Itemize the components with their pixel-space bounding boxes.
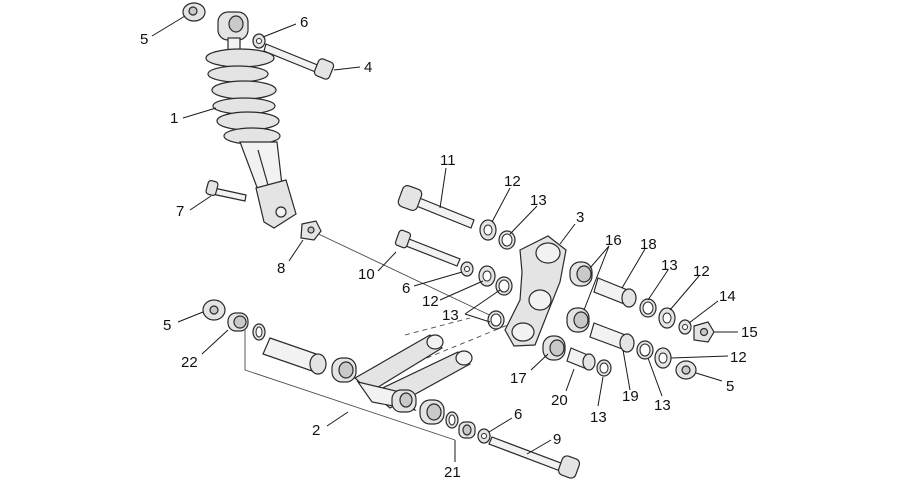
callout-19: 19 xyxy=(622,388,639,405)
bushing-17-part xyxy=(542,335,566,361)
washer-14-part xyxy=(678,319,692,335)
washer-12-mid-part xyxy=(478,265,496,287)
callout-13-mid: 13 xyxy=(442,307,459,324)
callout-labels: 5 6 4 1 7 8 11 12 13 10 6 12 13 3 16 18 … xyxy=(140,14,758,481)
callout-1: 1 xyxy=(170,110,178,127)
ring-21a-part xyxy=(445,411,459,429)
callout-22: 22 xyxy=(181,354,198,371)
washer-6-low-part xyxy=(477,428,491,444)
rocker-part xyxy=(504,235,567,347)
nut-15-part xyxy=(693,321,715,343)
callout-9: 9 xyxy=(553,431,561,448)
callout-17: 17 xyxy=(510,370,527,387)
sleeve-18-part xyxy=(593,277,637,308)
ring-13-right-upper-part xyxy=(639,298,657,318)
sleeve-20-part xyxy=(566,347,596,371)
callout-21: 21 xyxy=(444,464,461,481)
callout-3: 3 xyxy=(576,209,584,226)
callout-13-bottom: 13 xyxy=(590,409,607,426)
nut-5-left-part xyxy=(202,299,226,321)
ring-13-right-lower-part xyxy=(636,340,654,360)
washer-12-right-lower-part xyxy=(654,347,672,369)
ring-13-bottom-part xyxy=(596,359,612,377)
callout-4: 4 xyxy=(364,59,372,76)
callout-11: 11 xyxy=(440,152,456,169)
bushing-21-part xyxy=(419,399,445,425)
ring-13-upper-part xyxy=(498,230,516,250)
callout-12-upper: 12 xyxy=(504,173,521,190)
callout-13-right-upper: 13 xyxy=(661,257,678,274)
callout-13-right-lower: 13 xyxy=(654,397,671,414)
callout-15: 15 xyxy=(741,324,758,341)
callout-2: 2 xyxy=(312,422,320,439)
bushing-16-lower-part xyxy=(566,307,590,333)
tube-2-part xyxy=(262,337,327,375)
callout-12-right-upper: 12 xyxy=(693,263,710,280)
bushing-22-part xyxy=(227,312,249,332)
washer-6-mid-part xyxy=(460,261,474,277)
bushing-link-part xyxy=(331,357,357,383)
callout-12-mid: 12 xyxy=(422,293,439,310)
nut-8-part xyxy=(300,220,322,241)
callout-5-right: 5 xyxy=(726,378,734,395)
bushing-21b-part xyxy=(458,421,476,439)
ring-22b-part xyxy=(252,323,266,341)
assembly-axis-lines xyxy=(244,229,521,441)
callout-5-left: 5 xyxy=(163,317,171,334)
ring-13-mid-part xyxy=(495,276,513,296)
bolt-11-part xyxy=(397,185,475,229)
washer-top-part xyxy=(252,33,266,49)
bushing-16-upper-part xyxy=(569,261,593,287)
callout-20: 20 xyxy=(551,392,568,409)
callout-14: 14 xyxy=(719,288,736,305)
callout-8: 8 xyxy=(277,260,285,277)
bolt-10-part xyxy=(394,229,461,267)
callout-7: 7 xyxy=(176,203,184,220)
shock-absorber-part xyxy=(205,11,297,229)
callout-13-upper: 13 xyxy=(530,192,547,209)
bolt-9-part xyxy=(488,436,581,479)
nut-5-right-part xyxy=(675,360,697,380)
ring-13-lower-part xyxy=(487,310,505,330)
callout-10: 10 xyxy=(358,266,375,283)
callout-6-mid: 6 xyxy=(402,280,410,297)
washer-12-right-upper-part xyxy=(658,307,676,329)
bolt-7-part xyxy=(205,180,247,202)
linkage-arms-part xyxy=(353,334,473,413)
callout-5-top: 5 xyxy=(140,31,148,48)
callout-16: 16 xyxy=(605,232,622,249)
washer-12-upper-part xyxy=(479,219,497,241)
leader-lines xyxy=(151,15,738,462)
bolt-4-part xyxy=(263,43,335,80)
callout-18: 18 xyxy=(640,236,657,253)
sleeve-19-part xyxy=(589,322,635,353)
callout-6-top: 6 xyxy=(300,14,308,31)
callout-6-low: 6 xyxy=(514,406,522,423)
nut-top-part xyxy=(182,2,206,22)
callout-12-right-lower: 12 xyxy=(730,349,747,366)
